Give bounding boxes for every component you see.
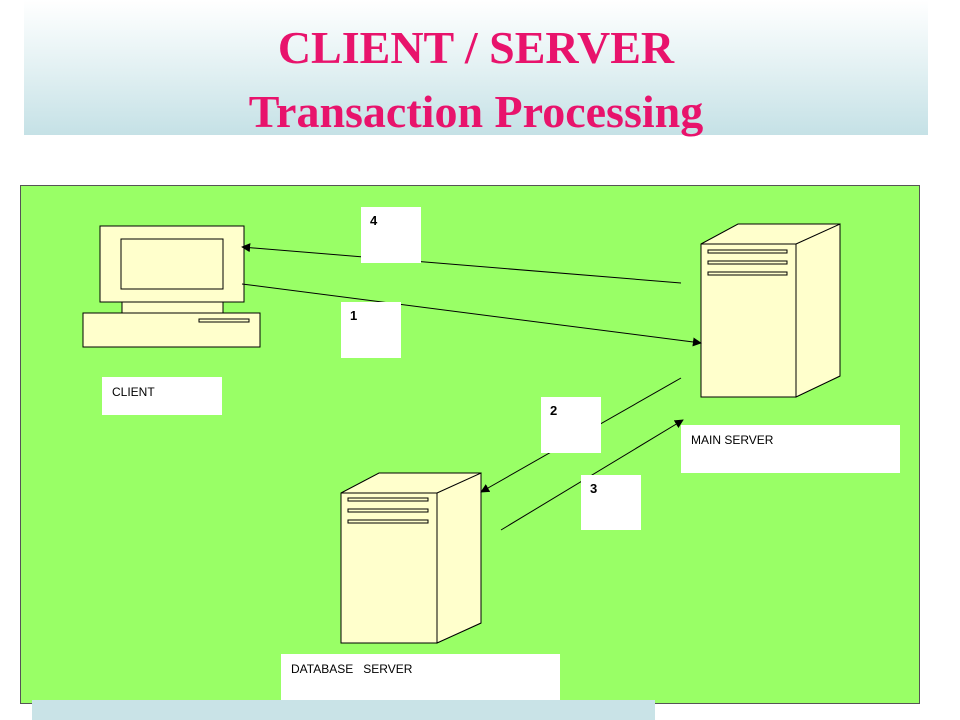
diagram-canvas: 4 1 2 3 CLIENT MAIN SERVER DATABASE SERV… [20,185,920,704]
slide-title: CLIENT / SERVER [277,22,675,73]
step-3-label: 3 [581,475,641,530]
database-server-label: DATABASE SERVER [281,654,560,702]
arrow-step-4 [241,243,682,284]
step-1-label: 1 [341,302,401,358]
desktop-computer-icon [82,225,261,348]
main-server-label: MAIN SERVER [681,425,900,473]
step-4-label: 4 [361,207,421,263]
arrow-step-1 [241,283,702,347]
diagram-svg [82,223,841,644]
step-2-label: 2 [541,397,601,453]
main-server-tower-icon [700,223,841,398]
slide-subtitle: Transaction Processing [248,86,704,137]
bottom-band [32,700,655,720]
client-label: CLIENT [102,377,222,415]
database-server-tower-icon [340,472,482,644]
title-band: CLIENT / SERVER Transaction Processing [24,0,928,137]
